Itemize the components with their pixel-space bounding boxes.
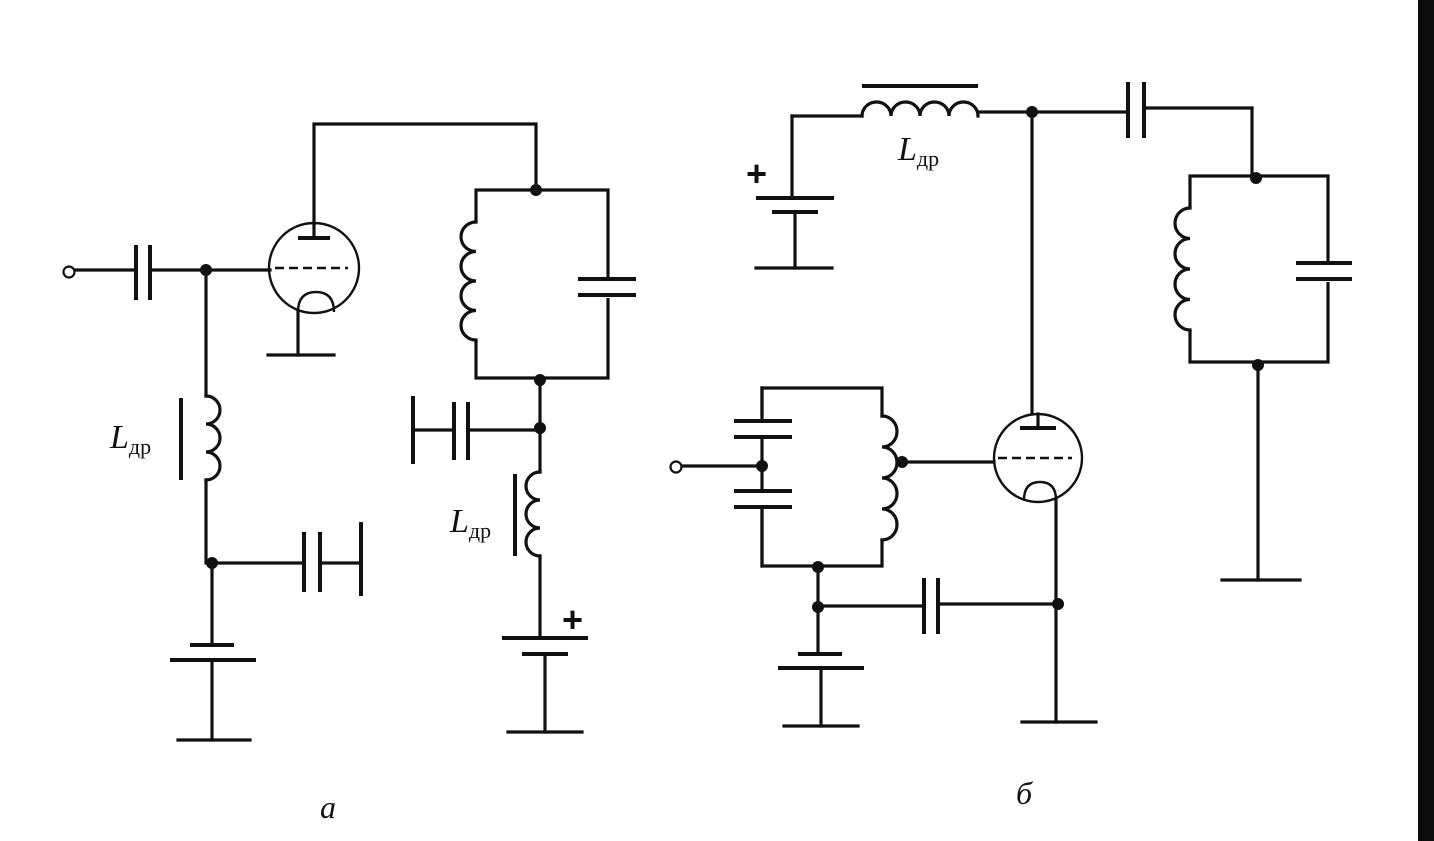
bypass-capacitor-a-left [210, 522, 363, 596]
caption-b: б [1016, 775, 1033, 811]
plus-sign-b: + [746, 153, 767, 194]
circuit-a: Lдр [62, 122, 636, 742]
circuit-b: + Lдр [669, 82, 1352, 728]
plus-sign-a: + [562, 599, 583, 640]
vacuum-tube-b [992, 412, 1098, 724]
input-tank-b [734, 386, 996, 568]
coupling-capacitor-b [1030, 82, 1254, 178]
input-terminal-a [62, 265, 136, 279]
vacuum-tube-a [266, 221, 361, 357]
choke-label-a-right: Lдр [449, 503, 491, 543]
choke-label-b: Lдр [897, 131, 939, 171]
bias-battery-a [170, 561, 256, 742]
caption-a: а [320, 789, 336, 825]
tank-circuit-b [1173, 172, 1352, 582]
supply-battery-b [754, 114, 834, 270]
plate-battery-a [502, 636, 588, 734]
scan-edge-shadow [1418, 0, 1434, 841]
bias-battery-b [778, 652, 864, 728]
grid-choke-a [179, 268, 222, 565]
tank-circuit-a [459, 184, 636, 386]
input-terminal-b [669, 460, 764, 474]
bypass-capacitor-a-right [411, 396, 542, 464]
bypass-capacitor-b [816, 578, 1060, 634]
plate-choke-a [513, 426, 542, 640]
supply-choke-b [790, 84, 1034, 118]
choke-label-a-left: Lдр [109, 419, 151, 459]
